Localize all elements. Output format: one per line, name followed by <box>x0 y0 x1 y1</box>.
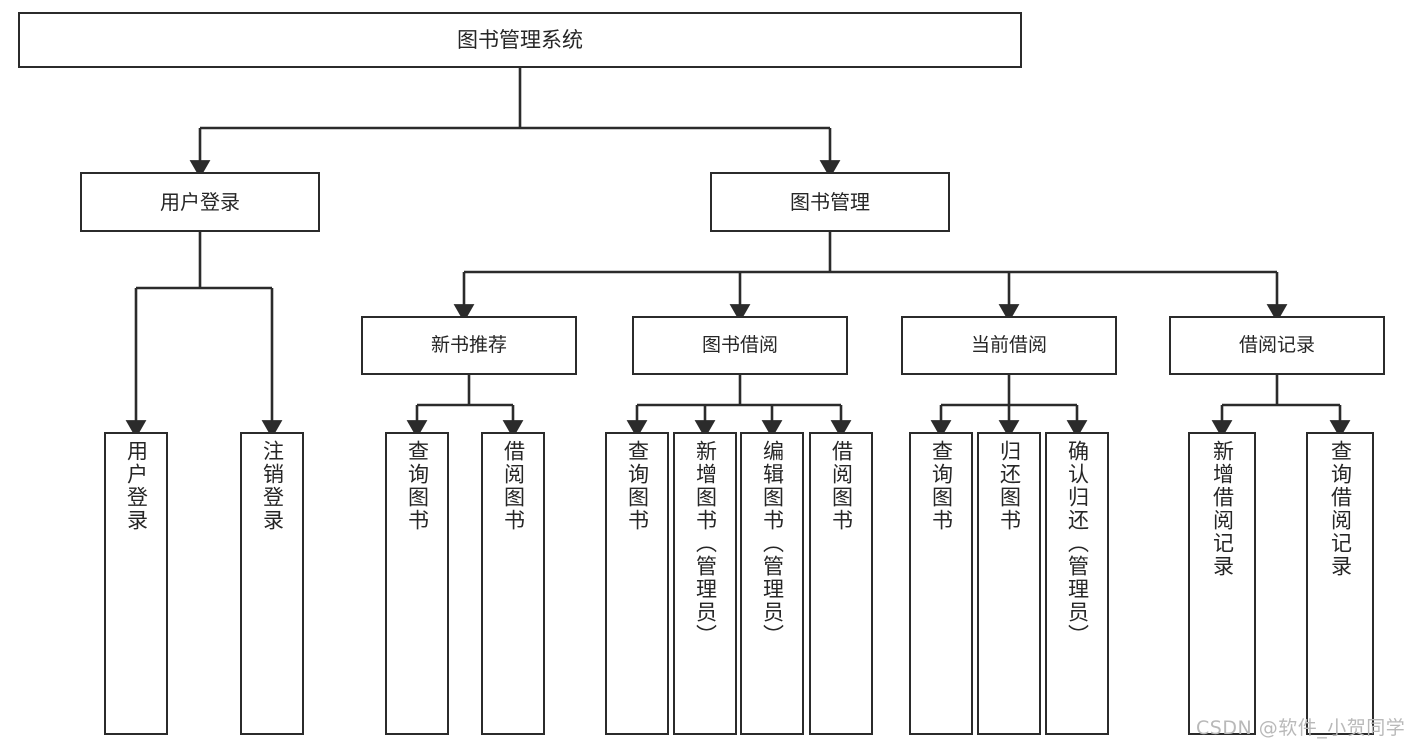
leaf-borrow-add-book-label: 新增图书（管理员） <box>693 440 718 647</box>
leaf-borrow-query-book[interactable]: 查询图书 <box>605 432 669 735</box>
node-borrow-record[interactable]: 借阅记录 <box>1169 316 1385 375</box>
leaf-borrow-add-book[interactable]: 新增图书（管理员） <box>673 432 737 735</box>
leaf-borrow-edit-book-label: 编辑图书（管理员） <box>760 440 785 647</box>
leaf-user-login-logout-label: 注销登录 <box>260 440 285 532</box>
leaf-record-query-record-label: 查询借阅记录 <box>1328 440 1353 578</box>
leaf-borrow-query-book-label: 查询图书 <box>625 440 650 532</box>
node-user-login[interactable]: 用户登录 <box>80 172 320 232</box>
node-root-label: 图书管理系统 <box>457 27 583 52</box>
node-book-management[interactable]: 图书管理 <box>710 172 950 232</box>
leaf-record-query-record[interactable]: 查询借阅记录 <box>1306 432 1374 735</box>
leaf-borrow-borrow-book-label: 借阅图书 <box>829 440 854 532</box>
leaf-current-return-book[interactable]: 归还图书 <box>977 432 1041 735</box>
node-new-book-recommend[interactable]: 新书推荐 <box>361 316 577 375</box>
leaf-record-add-record[interactable]: 新增借阅记录 <box>1188 432 1256 735</box>
leaf-current-confirm-return-label: 确认归还（管理员） <box>1065 440 1090 647</box>
node-root[interactable]: 图书管理系统 <box>18 12 1022 68</box>
node-current-borrow-label: 当前借阅 <box>970 333 1047 356</box>
node-new-book-recommend-label: 新书推荐 <box>430 333 507 356</box>
leaf-record-add-record-label: 新增借阅记录 <box>1210 440 1235 578</box>
leaf-current-query-book-label: 查询图书 <box>929 440 954 532</box>
node-user-login-label: 用户登录 <box>160 189 240 214</box>
leaf-recommend-borrow-book-label: 借阅图书 <box>501 440 526 532</box>
leaf-borrow-borrow-book[interactable]: 借阅图书 <box>809 432 873 735</box>
node-book-borrow[interactable]: 图书借阅 <box>632 316 848 375</box>
node-current-borrow[interactable]: 当前借阅 <box>901 316 1117 375</box>
leaf-current-query-book[interactable]: 查询图书 <box>909 432 973 735</box>
leaf-user-login-login[interactable]: 用户登录 <box>104 432 168 735</box>
leaf-recommend-query-book-label: 查询图书 <box>405 440 430 532</box>
leaf-recommend-borrow-book[interactable]: 借阅图书 <box>481 432 545 735</box>
leaf-current-return-book-label: 归还图书 <box>997 440 1022 532</box>
node-book-management-label: 图书管理 <box>790 189 870 214</box>
leaf-user-login-logout[interactable]: 注销登录 <box>240 432 304 735</box>
leaf-recommend-query-book[interactable]: 查询图书 <box>385 432 449 735</box>
leaf-user-login-login-label: 用户登录 <box>124 440 149 532</box>
leaf-borrow-edit-book[interactable]: 编辑图书（管理员） <box>740 432 804 735</box>
node-book-borrow-label: 图书借阅 <box>701 333 778 356</box>
node-borrow-record-label: 借阅记录 <box>1238 333 1315 356</box>
leaf-current-confirm-return[interactable]: 确认归还（管理员） <box>1045 432 1109 735</box>
